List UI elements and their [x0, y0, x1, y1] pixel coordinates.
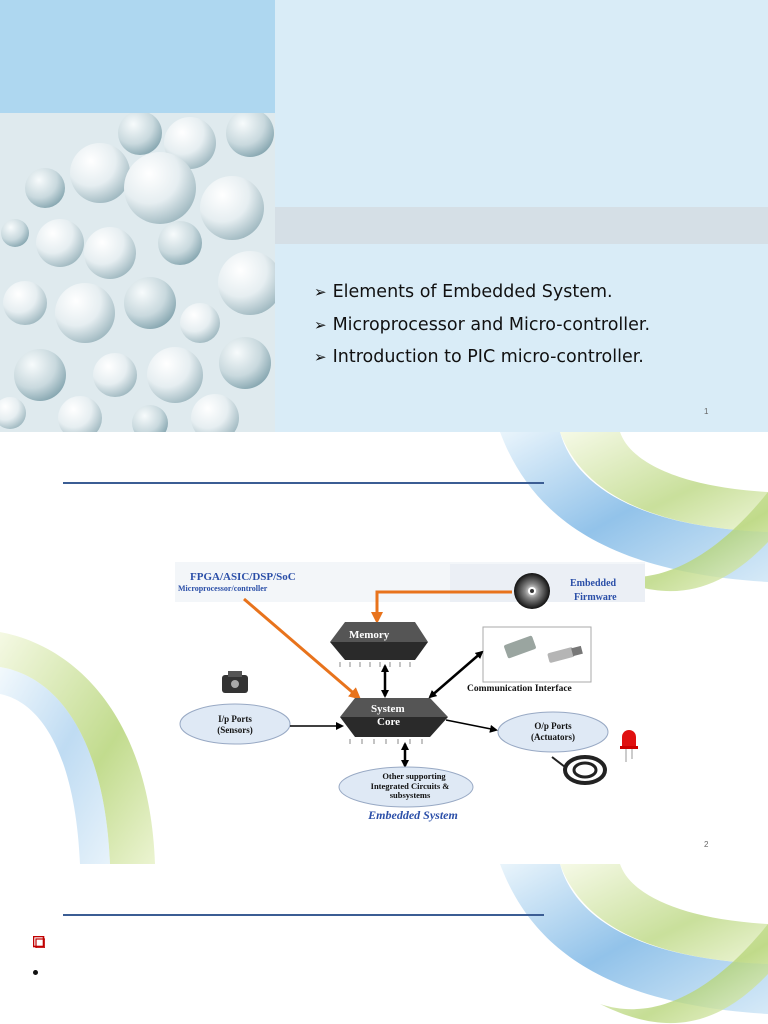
- title-rule: [63, 914, 544, 916]
- bullet-text: Introduction to PIC micro-controller.: [332, 347, 644, 368]
- bullet-item: ➢ Introduction to PIC micro-controller.: [314, 341, 650, 374]
- output-ports-label-line1: O/p Ports: [534, 721, 572, 731]
- input-ports-label-line1: I/p Ports: [218, 714, 252, 724]
- dot-bullet-icon: [33, 970, 38, 975]
- firmware-arrow: [371, 590, 512, 624]
- memory-chip-icon: [330, 622, 428, 667]
- firmware-label-line1: Embedded: [570, 578, 617, 589]
- comm-interface-label: Communication Interface: [467, 684, 572, 694]
- arrow-bullet-icon: ➢: [314, 348, 327, 367]
- slide-1: ➢ Elements of Embedded System. ➢ Microproc…: [0, 0, 768, 432]
- slide-3: [0, 864, 768, 1024]
- other-support-label-line1: Other supporting: [382, 771, 446, 781]
- arrow-bullet-icon: ➢: [314, 283, 327, 302]
- bullet-text: Elements of Embedded System.: [332, 282, 613, 303]
- comm-core-arrow: [428, 650, 484, 699]
- page-number: 2: [704, 840, 709, 849]
- bubbles-image: [0, 109, 282, 432]
- firmware-label-line2: Firmware: [574, 592, 617, 603]
- core-label-line2: Core: [377, 716, 400, 728]
- firmware-cd-icon: [514, 573, 550, 609]
- bullet-item: ➢ Microprocessor and Micro-controller.: [314, 309, 650, 342]
- memory-label: Memory: [349, 629, 390, 641]
- other-support-ellipse: [338, 766, 474, 808]
- page-number: 1: [704, 407, 709, 416]
- output-ports-label-line2: (Actuators): [531, 732, 575, 742]
- diagram-caption: Embedded System: [367, 808, 458, 822]
- embedded-system-diagram: FPGA/ASIC/DSP/SoC Microprocessor/control…: [175, 562, 645, 822]
- input-ports-ellipse: [179, 703, 291, 745]
- bullet-text: Microprocessor and Micro-controller.: [332, 314, 651, 335]
- slide-2: FPGA/ASIC/DSP/SoC Microprocessor/control…: [0, 432, 768, 864]
- usb-connector-icon: [504, 635, 583, 663]
- slide1-title-band: [275, 207, 768, 244]
- system-core-chip-icon: [340, 698, 448, 744]
- processor-arrow: [243, 597, 362, 700]
- fpga-label: FPGA/ASIC/DSP/SoC: [190, 571, 296, 583]
- decorative-swoosh: [0, 432, 768, 864]
- bullet-item: ➢ Elements of Embedded System.: [314, 276, 650, 309]
- other-support-label-line3: subsystems: [390, 790, 431, 800]
- input-ports-label-line2: (Sensors): [217, 725, 253, 735]
- checkbox-bullet-icon: [33, 936, 45, 948]
- slide1-bullet-list: ➢ Elements of Embedded System. ➢ Microproc…: [314, 276, 650, 374]
- arrow-bullet-icon: ➢: [314, 315, 327, 334]
- output-ports-ellipse: [497, 711, 609, 753]
- speaker-coil-icon: [551, 755, 607, 785]
- sensor-icon: [222, 671, 248, 693]
- slide1-header-panel: [0, 0, 275, 113]
- other-support-label-line2: Integrated Circuits &: [371, 781, 450, 791]
- led-icon: [620, 730, 638, 762]
- title-rule: [63, 482, 544, 484]
- core-label-line1: System: [371, 703, 405, 715]
- decorative-swoosh: [500, 864, 768, 1024]
- core-output-arrow: [445, 719, 498, 733]
- micro-label: Microprocessor/controller: [178, 584, 268, 593]
